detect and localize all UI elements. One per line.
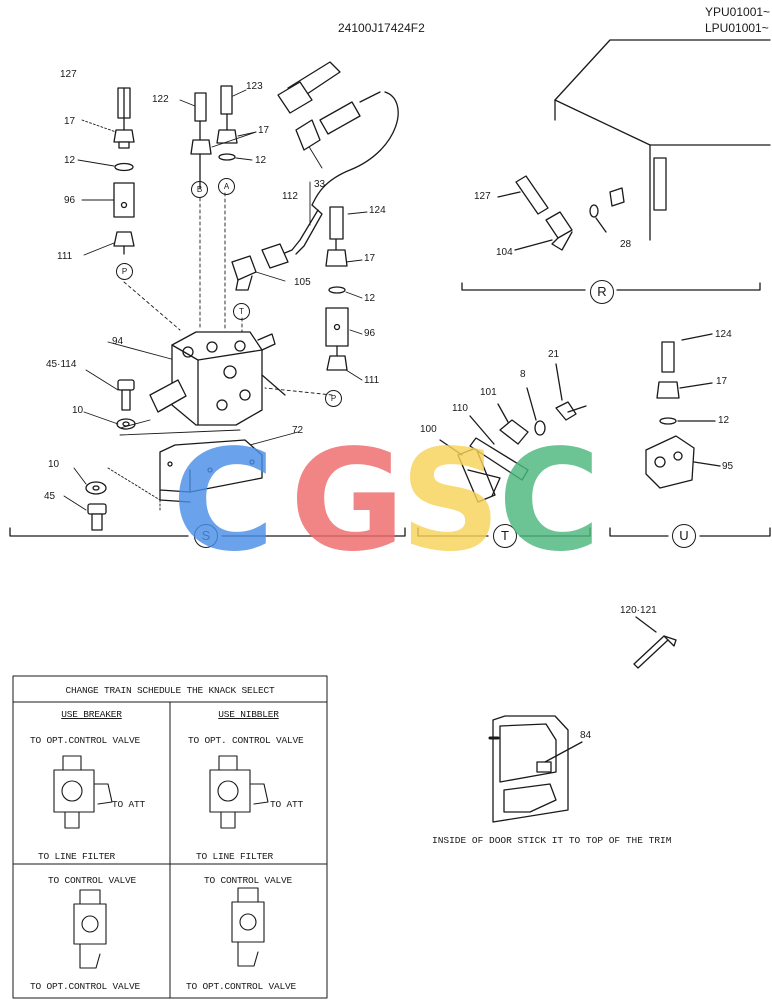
callout-104: 104 xyxy=(496,247,513,258)
callout-84: 84 xyxy=(580,730,592,741)
table-to-opt-control-valve: TO OPT.CONTROL VALVE xyxy=(186,981,297,992)
callout-72: 72 xyxy=(292,425,304,436)
callout-17: 17 xyxy=(258,125,270,136)
callout-12: 12 xyxy=(718,415,730,426)
stack-122-123 xyxy=(190,85,238,189)
table-to-opt-control-valve: TO OPT.CONTROL VALVE xyxy=(30,981,141,992)
callout-96: 96 xyxy=(364,328,376,339)
callout-17: 17 xyxy=(716,376,728,387)
leader-lines-s xyxy=(63,89,368,513)
callout-105: 105 xyxy=(294,277,311,288)
parts-t xyxy=(439,363,587,503)
port-label-p: P xyxy=(116,263,133,280)
callout-110: 110 xyxy=(452,403,468,414)
callout-12: 12 xyxy=(64,155,76,166)
cab-outline-r xyxy=(554,39,771,241)
door-note: INSIDE OF DOOR STICK IT TO TOP OF THE TR… xyxy=(432,835,672,846)
callout-124: 124 xyxy=(369,205,386,216)
callout-127: 127 xyxy=(60,69,77,80)
control-valve-94 xyxy=(149,331,286,426)
callout-8: 8 xyxy=(520,369,526,380)
callout-45-114: 45·114 xyxy=(46,359,77,370)
port-label-t: T xyxy=(233,303,250,320)
table-valves xyxy=(53,755,269,969)
callout-111: 111 xyxy=(364,375,380,386)
table-to-opt-control-valve: TO OPT. CONTROL VALVE xyxy=(188,735,304,746)
callout-21: 21 xyxy=(548,349,560,360)
bolts-washers xyxy=(85,379,136,531)
watermark-letter: C xyxy=(498,420,601,583)
callout-100: 100 xyxy=(420,424,437,435)
watermark-letter: S xyxy=(400,420,501,583)
port-label-b: B xyxy=(191,181,208,198)
callout-112: 112 xyxy=(282,191,298,202)
serial-range-2: LPU01001~ xyxy=(705,21,769,35)
door-84 xyxy=(488,715,583,823)
callout-12: 12 xyxy=(255,155,267,166)
callout-12: 12 xyxy=(364,293,376,304)
serial-range-1: YPU01001~ xyxy=(705,5,771,19)
table-col-breaker: USE BREAKER xyxy=(61,709,122,720)
stack-124-17-12-96-111 xyxy=(325,206,349,371)
callout-94: 94 xyxy=(112,336,124,347)
callout-124: 124 xyxy=(715,329,732,340)
callout-10: 10 xyxy=(48,459,60,470)
table-to-line-filter: TO LINE FILTER xyxy=(196,851,274,862)
callout-95: 95 xyxy=(722,461,734,472)
table-col-nibbler: USE NIBBLER xyxy=(218,709,279,720)
schedule-table-frame xyxy=(12,675,328,999)
bracket-72 xyxy=(159,439,263,503)
callout-45: 45 xyxy=(44,491,56,502)
elbow-105 xyxy=(231,255,257,291)
hex-key-120-121 xyxy=(633,616,677,669)
table-to-control-valve: TO CONTROL VALVE xyxy=(204,875,293,886)
callout-120-121: 120·121 xyxy=(620,605,657,616)
table-to-opt-control-valve: TO OPT.CONTROL VALVE xyxy=(30,735,141,746)
callout-101: 101 xyxy=(480,387,497,398)
watermark-letter: G xyxy=(290,420,405,583)
callout-17: 17 xyxy=(64,116,76,127)
table-to-line-filter: TO LINE FILTER xyxy=(38,851,116,862)
table-title: CHANGE TRAIN SCHEDULE THE KNACK SELECT xyxy=(65,685,275,696)
stack-127-17-12-96-111 xyxy=(113,87,135,255)
section-label-u: U xyxy=(672,524,696,548)
watermark-letter: C xyxy=(172,420,275,583)
hose-112-adapter-33 xyxy=(261,61,399,269)
callout-10: 10 xyxy=(72,405,84,416)
section-label-t: T xyxy=(493,524,517,548)
drawing-number: 24100J17424F2 xyxy=(338,21,425,35)
table-to-att: TO ATT xyxy=(112,799,146,810)
callout-28: 28 xyxy=(620,239,632,250)
parts-u xyxy=(645,333,721,489)
port-label-a: A xyxy=(218,178,235,195)
table-to-control-valve: TO CONTROL VALVE xyxy=(48,875,137,886)
callout-17: 17 xyxy=(364,253,376,264)
section-baselines xyxy=(9,282,771,537)
section-label-s: S xyxy=(194,524,218,548)
callout-122: 122 xyxy=(152,94,169,105)
callout-33: 33 xyxy=(314,179,326,190)
section-label-r: R xyxy=(590,280,614,304)
table-to-att: TO ATT xyxy=(270,799,304,810)
callout-96: 96 xyxy=(64,195,76,206)
port-label-p2: P xyxy=(325,390,342,407)
parts-127-104-28 xyxy=(497,175,625,251)
callout-127: 127 xyxy=(474,191,491,202)
callout-123: 123 xyxy=(246,81,263,92)
callout-111: 111 xyxy=(57,251,73,262)
